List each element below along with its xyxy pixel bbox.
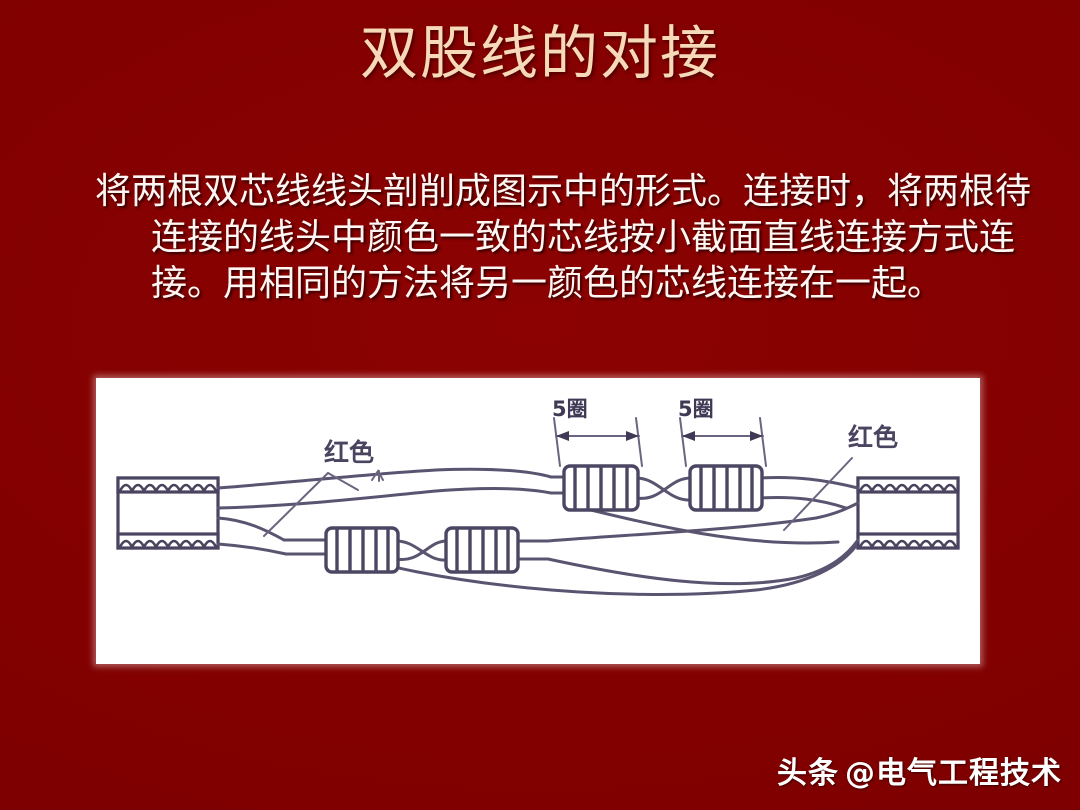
left-color-callout: 红色: [263, 438, 374, 537]
wire-splice-diagram: 5圈 5圈 红色 红色: [116, 397, 960, 596]
turns-label-2: 5圈: [678, 397, 714, 421]
left-cable-sheath: [116, 476, 220, 550]
lower-coil-right: [444, 526, 520, 574]
page-title: 双股线的对接: [359, 21, 720, 86]
upper-coil-right: [688, 464, 764, 512]
turns-label-1: 5圈: [552, 397, 588, 421]
body-paragraph: 将两根双芯线线头剖削成图示中的形式。连接时，将两根待连接的线头中颜色一致的芯线按…: [95, 171, 1032, 303]
watermark-brand: 头条: [777, 756, 839, 791]
lower-conductor-run: [216, 501, 860, 586]
watermark-handle: @电气工程技术: [845, 756, 1062, 791]
dimension-turns-2: 5圈: [678, 397, 767, 467]
lower-coil-left: [324, 526, 400, 574]
watermark: 头条@电气工程技术: [777, 748, 1062, 792]
right-cable-sheath: [856, 476, 960, 550]
outer-loop-conductors: [326, 502, 858, 596]
wire-tick-marks: [371, 469, 384, 482]
upper-coil-left: [562, 464, 640, 512]
dimension-turns-1: 5圈: [552, 397, 643, 467]
right-color-label: 红色: [848, 423, 898, 452]
right-color-callout: 红色: [783, 423, 898, 531]
left-color-label: 红色: [324, 438, 374, 467]
figure-panel: 5圈 5圈 红色 红色: [96, 378, 980, 664]
